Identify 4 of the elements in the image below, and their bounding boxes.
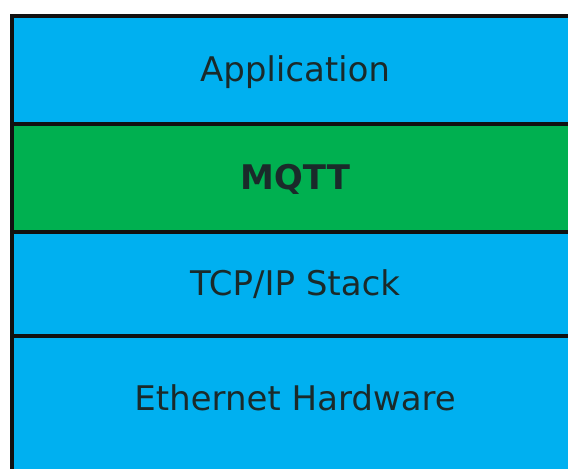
layer-label: Application [200, 50, 390, 90]
layer-label: Ethernet Hardware [134, 379, 456, 419]
layer-label: TCP/IP Stack [190, 264, 400, 304]
layer-label: MQTT [240, 158, 350, 198]
